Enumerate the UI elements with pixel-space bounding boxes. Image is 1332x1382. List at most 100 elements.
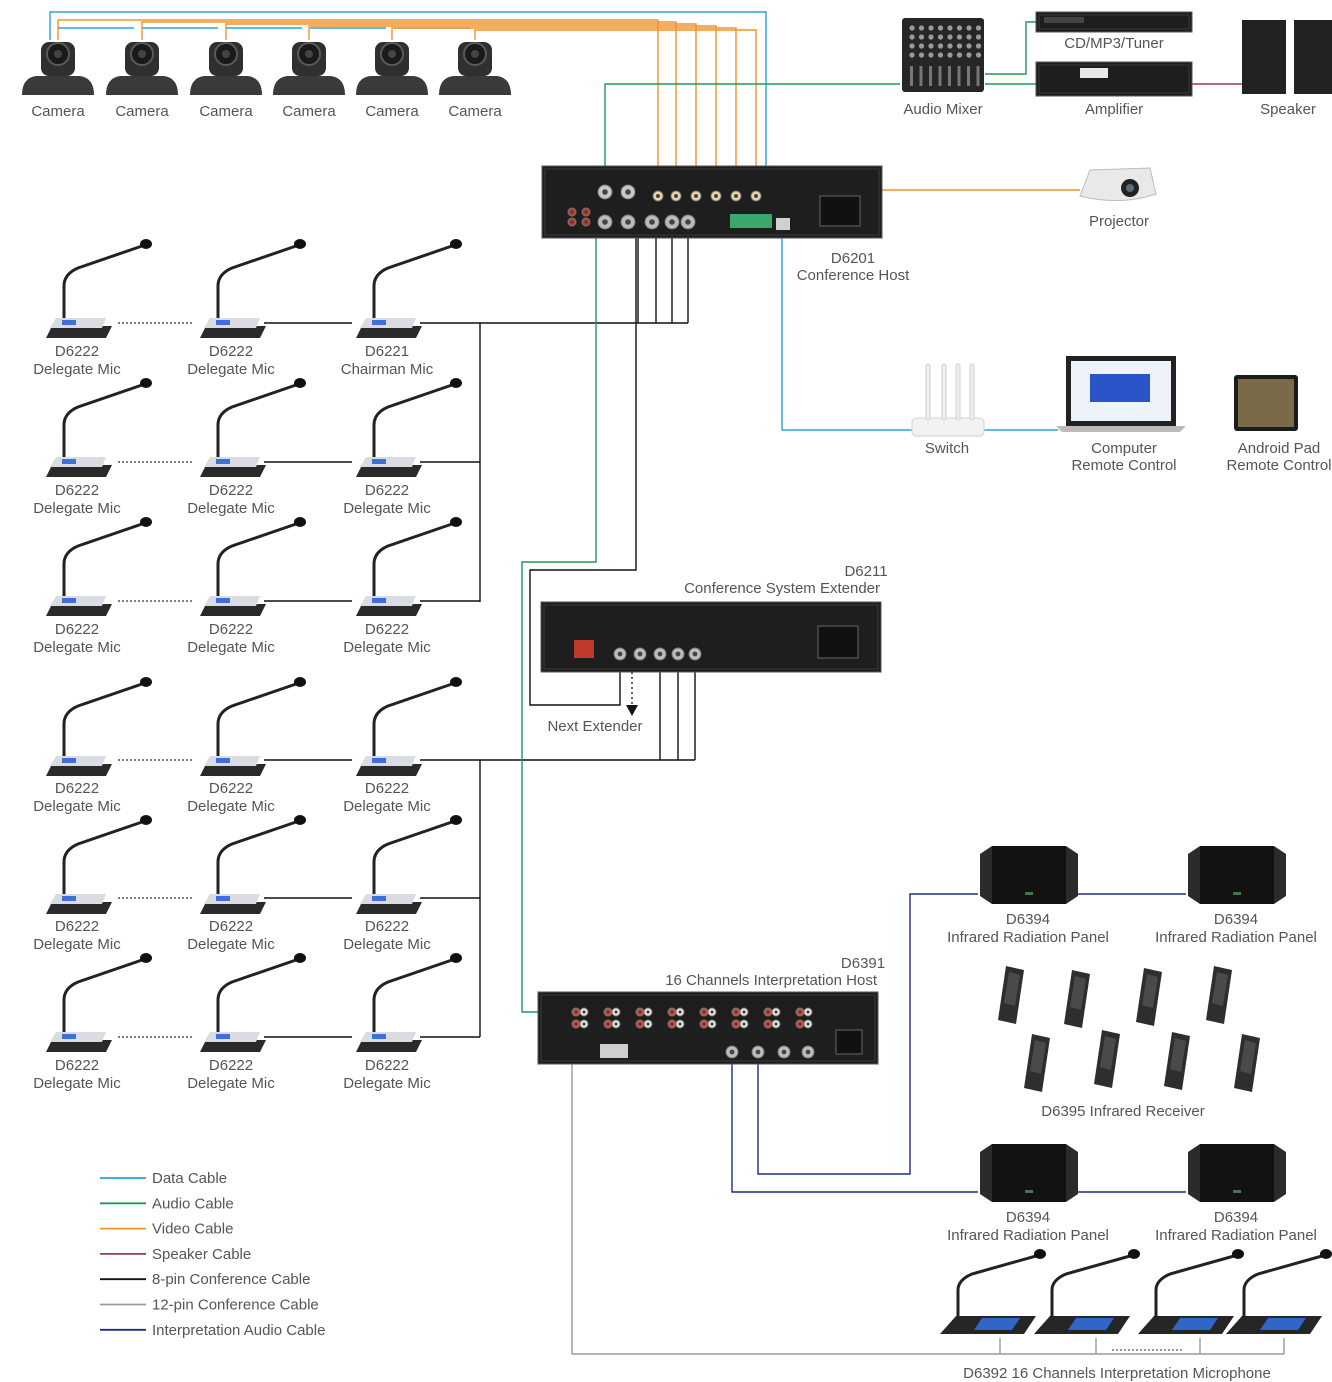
delegate-mic-model-label: D6222 bbox=[209, 621, 253, 638]
extender-switch bbox=[574, 640, 594, 658]
mic-top bbox=[50, 1032, 106, 1042]
chairman-mic bbox=[356, 239, 462, 338]
delegate-mic-name-label: Delegate Mic bbox=[187, 798, 275, 815]
delegate-mic-name-label: Delegate Mic bbox=[33, 500, 121, 517]
ir-panel bbox=[980, 846, 1078, 904]
port-pin bbox=[694, 194, 698, 198]
video-cable-camera bbox=[308, 25, 717, 195]
legend-label-speaker: Speaker Cable bbox=[152, 1246, 251, 1263]
mixer-knob bbox=[975, 43, 982, 49]
receiver-screen bbox=[1142, 974, 1158, 1008]
port-pin bbox=[678, 1010, 682, 1014]
mic-top bbox=[360, 318, 416, 328]
amp-display bbox=[1080, 68, 1108, 78]
mic-head bbox=[450, 378, 462, 388]
camera bbox=[22, 42, 94, 95]
camera bbox=[106, 42, 178, 95]
mic-head bbox=[294, 517, 306, 527]
interp-cable-lower bbox=[731, 1052, 978, 1193]
mic-screen bbox=[62, 320, 76, 325]
mic-top bbox=[50, 894, 106, 904]
switch-antenna bbox=[955, 363, 961, 421]
port-pin bbox=[646, 1010, 650, 1014]
port-pin bbox=[656, 194, 660, 198]
delegate-mic-name-label: Delegate Mic bbox=[343, 500, 431, 517]
delegate-mic-model-label: D6222 bbox=[365, 621, 409, 638]
port-pin bbox=[646, 1022, 650, 1026]
ir-panel-led bbox=[1025, 1190, 1033, 1193]
mic-head bbox=[140, 517, 152, 527]
delegate-mic bbox=[200, 815, 306, 914]
ir-panel-left-wing bbox=[1188, 1144, 1200, 1202]
delegate-mic bbox=[200, 239, 306, 338]
ir-panel-right-wing bbox=[1274, 1144, 1286, 1202]
ir-receiver bbox=[1164, 1032, 1190, 1090]
delegate-mic-model-label: D6222 bbox=[209, 1057, 253, 1074]
port-pin bbox=[781, 1049, 787, 1055]
mixer-knob bbox=[966, 34, 972, 40]
mic-gooseneck bbox=[372, 383, 453, 457]
switch-antenna bbox=[969, 363, 975, 421]
switch-label: Switch bbox=[925, 440, 969, 457]
mic-head bbox=[450, 677, 462, 687]
switch-body bbox=[911, 417, 985, 437]
mic-gooseneck bbox=[372, 682, 453, 756]
host-power-socket bbox=[819, 195, 861, 227]
port-pin bbox=[584, 220, 588, 224]
camera-base bbox=[356, 76, 428, 95]
camera bbox=[356, 42, 428, 95]
delegate-mic-name-label: Delegate Mic bbox=[187, 639, 275, 656]
mixer-fader bbox=[957, 66, 961, 86]
switch-antenna bbox=[941, 363, 947, 421]
pad-label-line2: Remote Control bbox=[1226, 457, 1331, 474]
mic-base bbox=[356, 902, 422, 914]
mixer-knob bbox=[947, 43, 953, 49]
mic-screen bbox=[372, 459, 386, 464]
mic-head bbox=[294, 953, 306, 963]
mic-gooseneck bbox=[372, 244, 453, 318]
ir-panel-right-wing bbox=[1066, 1144, 1078, 1202]
mixer-knob bbox=[956, 34, 963, 40]
delegate-mic-name-label: Delegate Mic bbox=[33, 1075, 121, 1092]
laptop-app-panel bbox=[1090, 374, 1150, 402]
ir-panel-face bbox=[1200, 846, 1274, 904]
mixer-knob bbox=[975, 34, 982, 40]
mixer-knob bbox=[937, 25, 944, 31]
port-pin bbox=[614, 1010, 618, 1014]
mixer-knob bbox=[966, 43, 972, 49]
mic-screen bbox=[216, 896, 230, 901]
conference-cable-host-extender bbox=[529, 230, 637, 706]
cd-player-bezel bbox=[1038, 14, 1190, 30]
mic-screen bbox=[62, 758, 76, 763]
ir-receiver bbox=[1136, 968, 1162, 1026]
mic-top bbox=[360, 1032, 416, 1042]
conference-cable-8pin-links-2 bbox=[264, 759, 352, 1038]
port-pin bbox=[574, 1010, 578, 1014]
host-name-label: Conference Host bbox=[797, 267, 910, 284]
interpretation-host-bezel bbox=[540, 994, 876, 1062]
delegate-mic bbox=[46, 517, 152, 616]
receiver-screen bbox=[1030, 1040, 1046, 1074]
mixer-knob bbox=[918, 25, 925, 31]
port-pin bbox=[734, 1022, 738, 1026]
mic-gooseneck bbox=[62, 820, 143, 894]
camera-label: Camera bbox=[115, 103, 169, 120]
mic-gooseneck bbox=[372, 522, 453, 596]
mixer-knob bbox=[918, 52, 925, 58]
mic-head bbox=[140, 815, 152, 825]
port-pin bbox=[617, 651, 623, 657]
interp-mic-gooseneck bbox=[956, 1254, 1037, 1320]
delegate-mic-name-label: Delegate Mic bbox=[343, 639, 431, 656]
port-pin bbox=[606, 1022, 610, 1026]
conference-cable-8pin-links bbox=[264, 322, 352, 602]
mixer-knob bbox=[947, 34, 953, 40]
interpretation-mic bbox=[1034, 1249, 1140, 1334]
laptop-base bbox=[1056, 426, 1186, 432]
port-pin bbox=[602, 189, 608, 195]
mic-head bbox=[294, 378, 306, 388]
projector-label: Projector bbox=[1089, 213, 1149, 230]
conference-cable-8pin-ends-2 bbox=[420, 897, 480, 1038]
delegate-mic-model-label: D6222 bbox=[365, 780, 409, 797]
camera bbox=[439, 42, 511, 95]
extender-model-label: D6211 bbox=[844, 563, 887, 580]
